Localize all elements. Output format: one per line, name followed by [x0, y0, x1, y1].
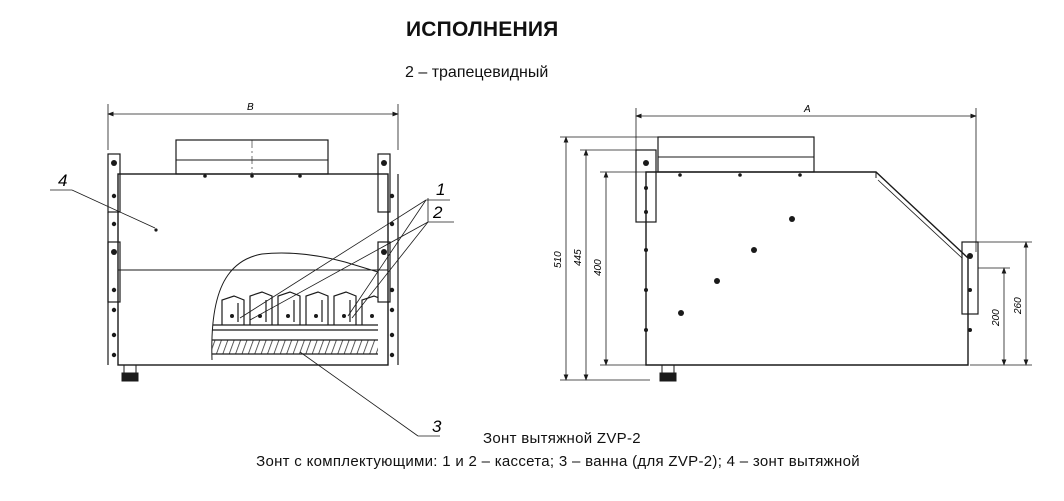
dimension-b-label: B [247, 102, 254, 113]
callout-1: 1 [436, 180, 445, 199]
callout-3: 3 [432, 417, 442, 436]
caption-components: Зонт с комплектующими: 1 и 2 – кассета; … [256, 453, 860, 470]
front-leaders [50, 189, 454, 437]
cutaway-cassettes [211, 291, 378, 355]
dim-400: 400 [593, 259, 604, 276]
callout-2: 2 [432, 203, 443, 222]
front-bolts [111, 160, 395, 358]
page-title: ИСПОЛНЕНИЯ [406, 18, 559, 41]
page-subtitle: 2 – трапецевидный [405, 64, 549, 81]
dimension-b [107, 104, 399, 150]
dim-260: 260 [1013, 297, 1024, 315]
caption-model: Зонт вытяжной ZVP-2 [483, 430, 641, 447]
dim-510: 510 [553, 251, 564, 268]
side-bolts [643, 160, 973, 332]
side-collar [657, 136, 815, 173]
front-drain [121, 364, 139, 382]
side-drain [659, 364, 677, 382]
dim-200: 200 [991, 309, 1002, 327]
dimension-a [635, 108, 977, 252]
front-view [50, 104, 454, 437]
dim-445: 445 [573, 249, 584, 266]
dimension-a-label: A [803, 104, 811, 115]
side-body [645, 171, 969, 366]
callout-4: 4 [58, 171, 67, 190]
side-dimensions [560, 136, 1032, 381]
side-view [560, 108, 1032, 382]
